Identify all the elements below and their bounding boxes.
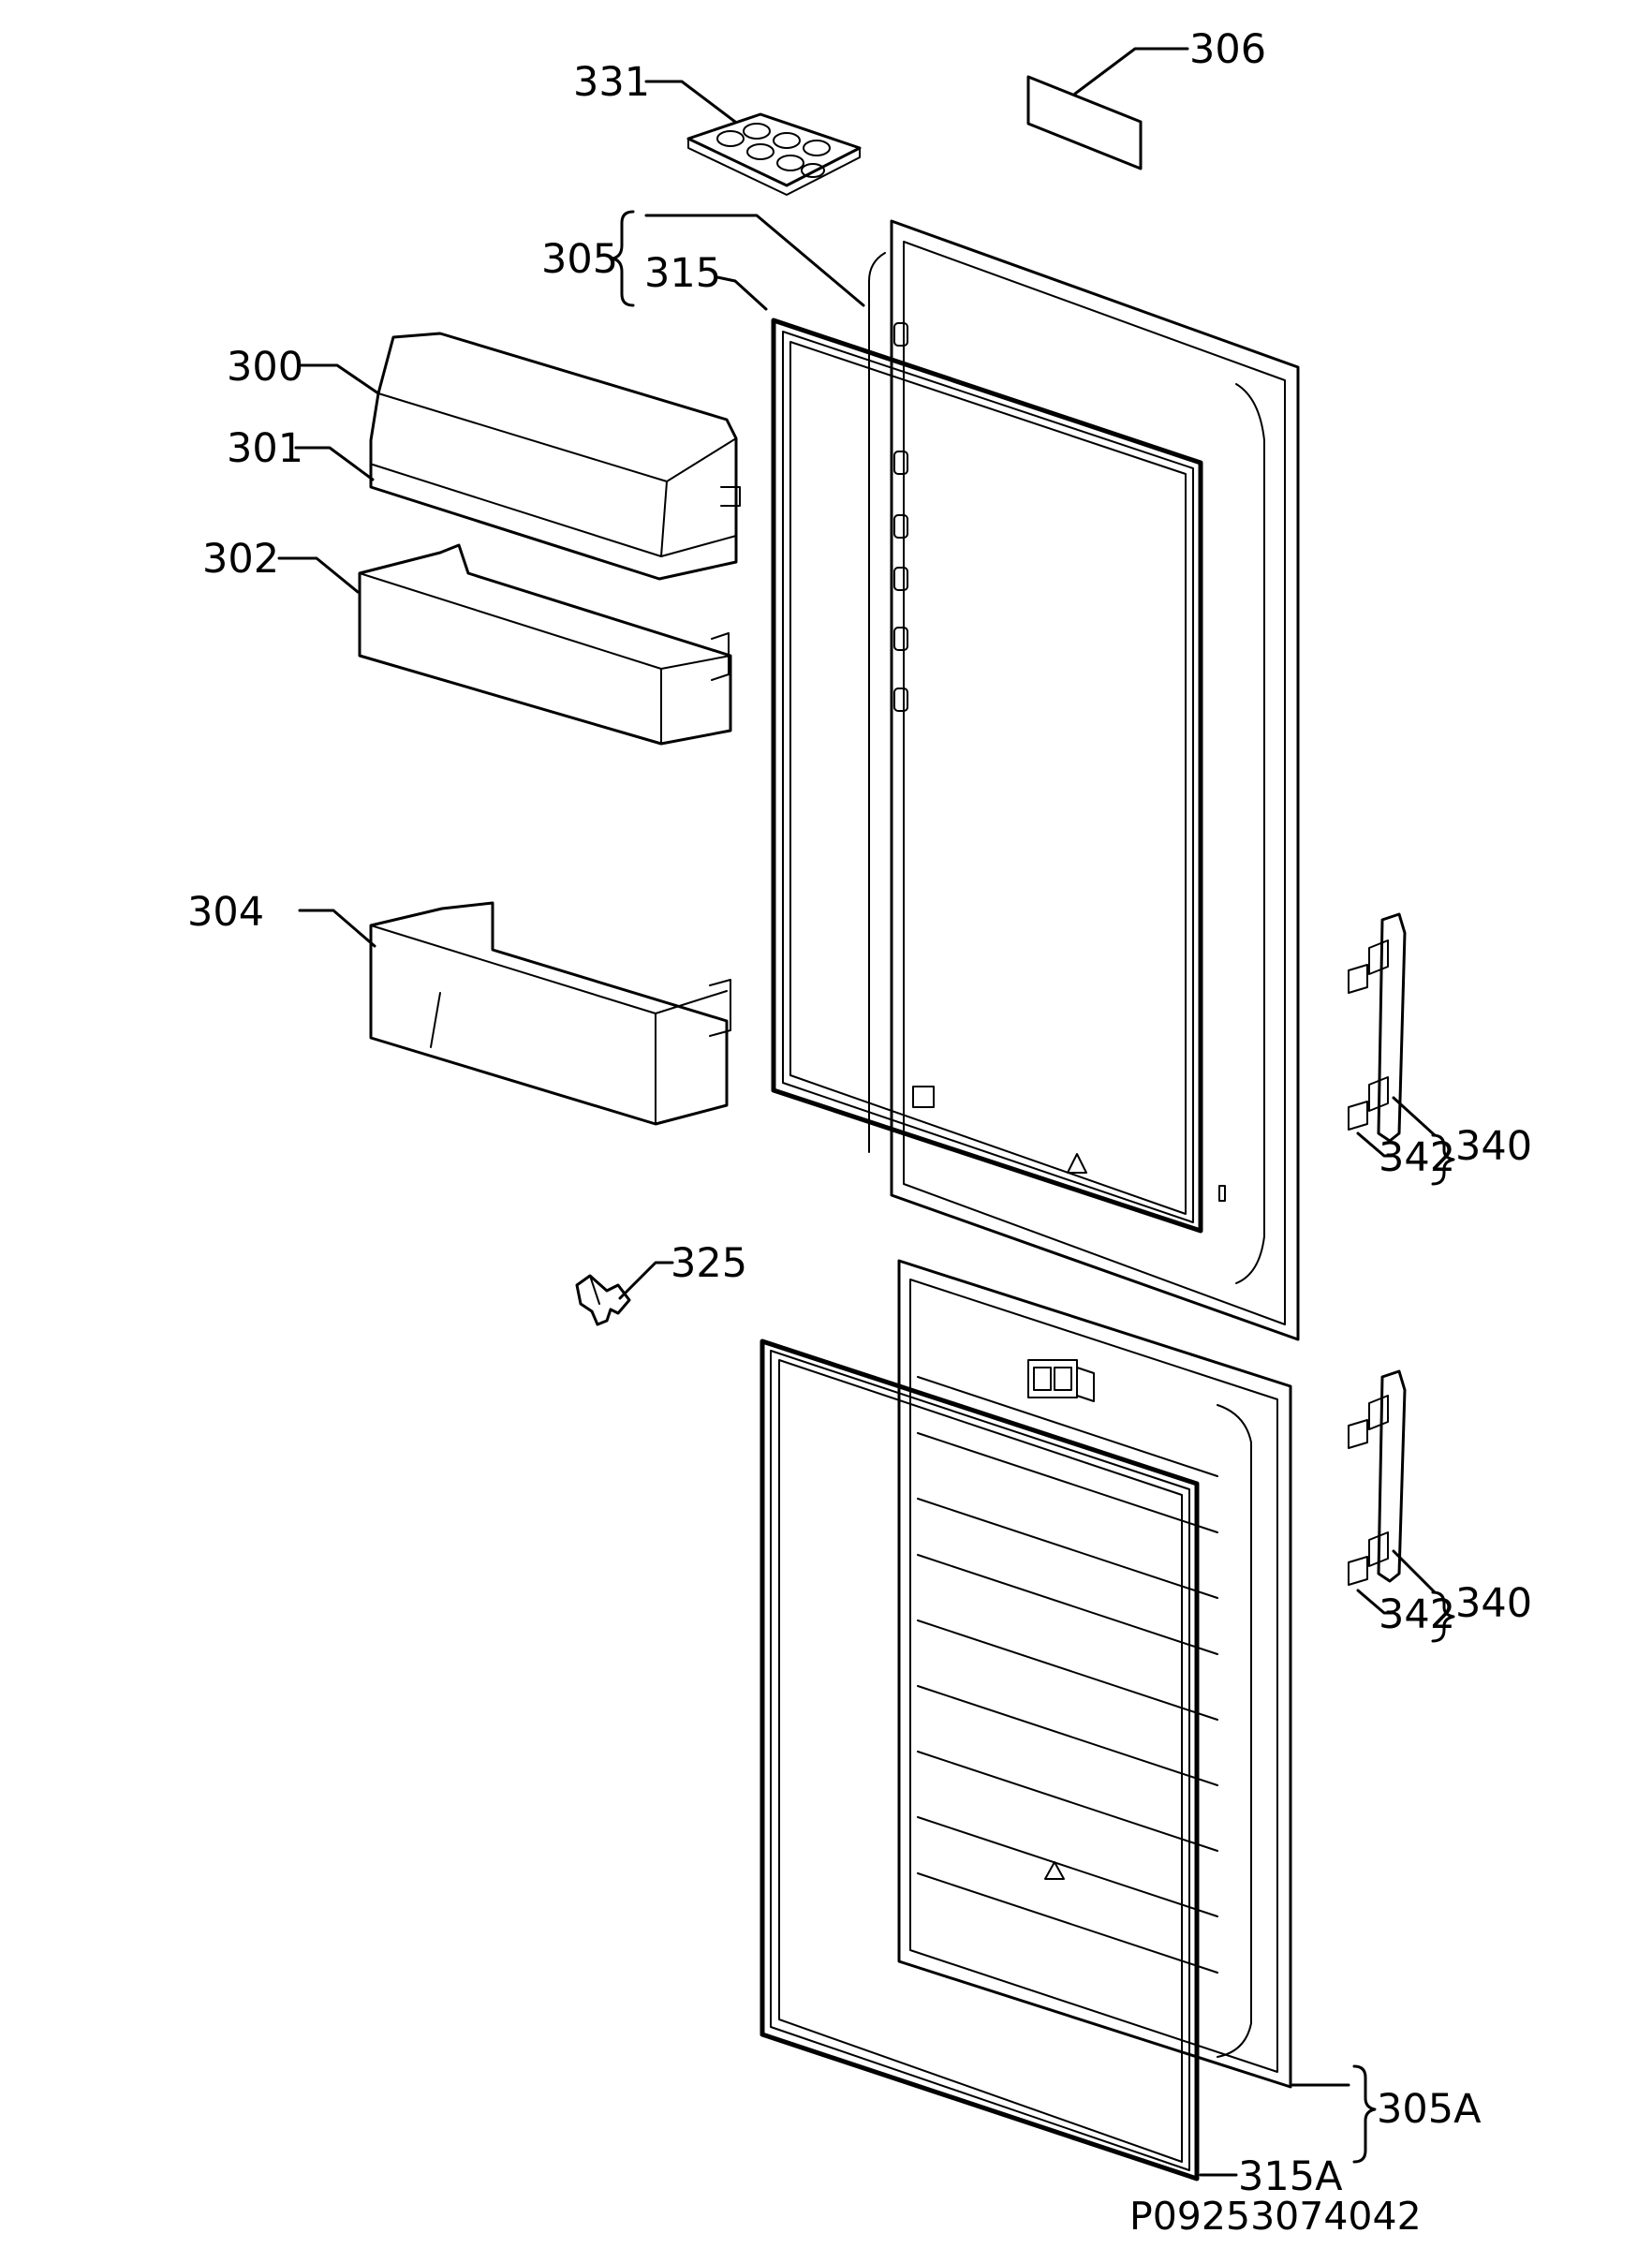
leader-340-upper-a — [1392, 1096, 1437, 1137]
part-egg-tray — [686, 112, 862, 196]
part-upper-hinge-bracket — [1348, 912, 1407, 1143]
label-331: 331 — [573, 59, 650, 106]
leader-340-lower-a — [1392, 1549, 1437, 1594]
leader-342-lower — [1356, 1589, 1394, 1615]
brace-305 — [611, 210, 635, 307]
leader-305 — [644, 214, 865, 307]
leader-342-upper — [1356, 1131, 1394, 1158]
label-342-lower: 342 — [1379, 1591, 1455, 1638]
part-hinge-pin — [575, 1274, 631, 1326]
label-340-upper: 340 — [1455, 1123, 1532, 1170]
label-302: 302 — [202, 536, 279, 583]
part-rating-label — [1026, 75, 1143, 170]
leader-302 — [277, 556, 360, 594]
part-bottle-shelf-304 — [369, 901, 731, 1126]
label-304: 304 — [187, 889, 264, 936]
leader-315 — [715, 275, 768, 311]
part-lower-door-gasket — [760, 1338, 1200, 2181]
label-315: 315 — [644, 250, 721, 297]
part-lower-hinge-bracket — [1348, 1369, 1407, 1586]
part-upper-door-gasket — [771, 318, 1203, 1234]
label-315A: 315A — [1238, 2153, 1343, 2200]
part-upper-door — [868, 219, 1300, 1341]
brace-340-upper — [1431, 1133, 1455, 1186]
label-325: 325 — [671, 1240, 747, 1287]
leader-325 — [618, 1261, 674, 1300]
label-301: 301 — [227, 425, 303, 472]
brace-305A — [1352, 2064, 1377, 2164]
leader-300 — [300, 363, 380, 395]
drawing-code: P09253074042 — [1129, 2194, 1422, 2239]
leader-306 — [1073, 47, 1189, 96]
leader-331 — [644, 80, 737, 124]
label-300: 300 — [227, 344, 303, 391]
leader-301 — [294, 446, 375, 481]
part-door-shelf-302 — [358, 543, 732, 746]
leader-304 — [298, 909, 376, 948]
part-lower-freezer-door — [897, 1259, 1292, 2089]
label-340-lower: 340 — [1455, 1580, 1532, 1627]
label-305: 305 — [541, 236, 618, 283]
brace-340-lower — [1431, 1590, 1455, 1643]
part-dairy-compartment — [369, 332, 741, 581]
label-306: 306 — [1189, 26, 1266, 73]
label-342-upper: 342 — [1379, 1134, 1455, 1181]
label-305A: 305A — [1377, 2086, 1482, 2133]
